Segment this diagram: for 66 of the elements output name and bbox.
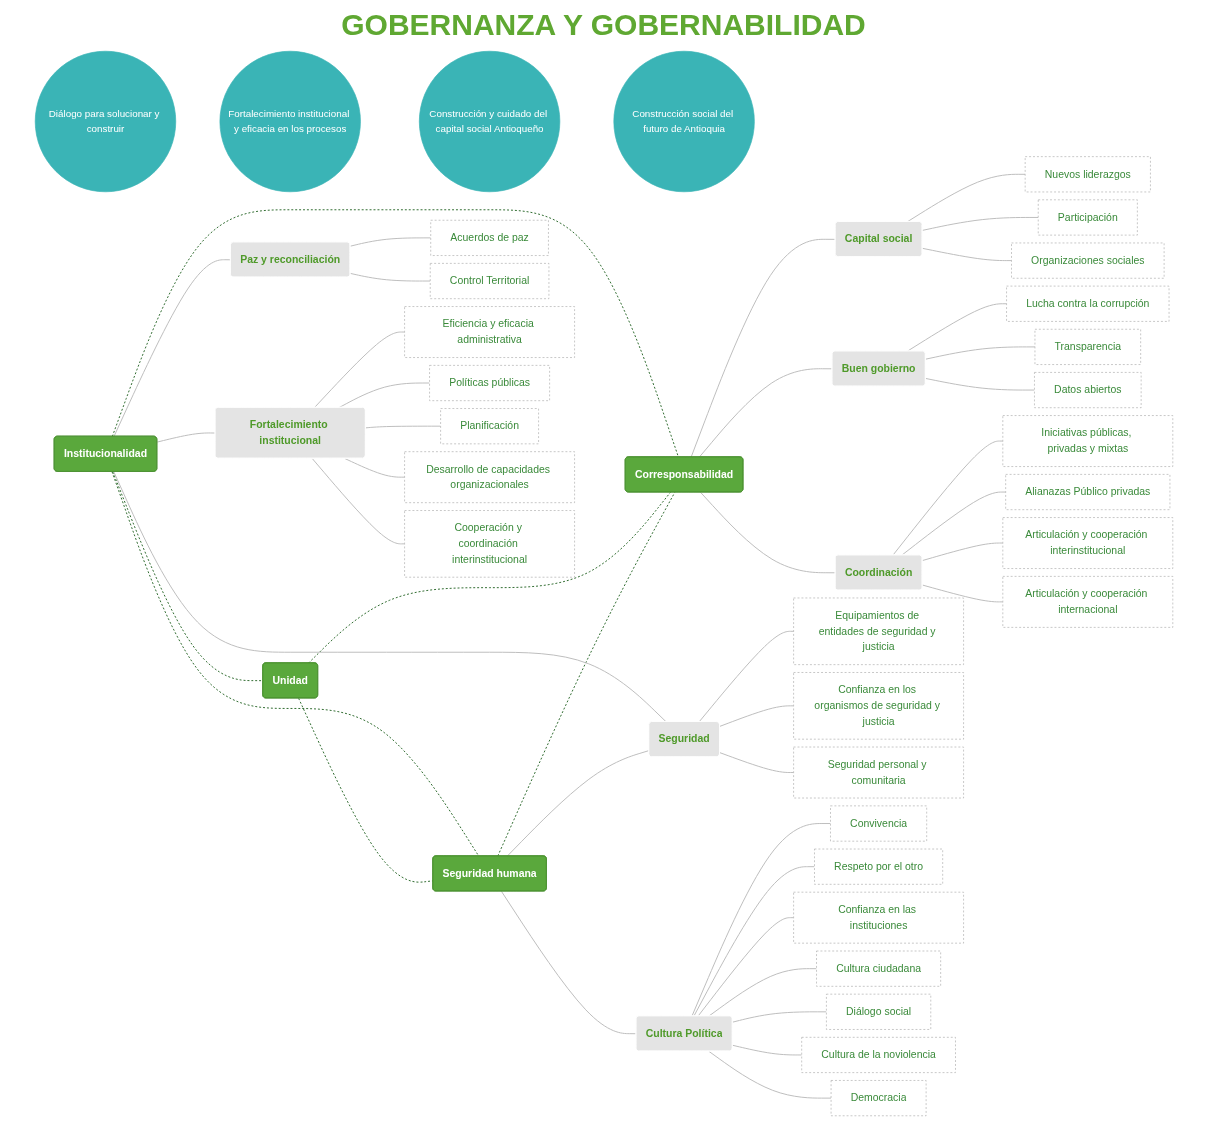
node-box: Confianza en los organismos de seguridad y justicia [792, 672, 964, 740]
node-box: Desarrollo de capacidades organizacionales [403, 451, 575, 503]
node-box: Democracia [830, 1080, 926, 1117]
connector [364, 425, 441, 429]
connector [718, 705, 794, 727]
connector [500, 890, 637, 1035]
connector [892, 440, 1003, 556]
connector [506, 750, 650, 857]
connector [691, 823, 831, 1017]
node-circle: Construcción y cuidado del capital social Antioqueño [418, 50, 560, 193]
connector [349, 237, 431, 247]
connector [692, 866, 815, 1017]
node-box: Seguridad personal y comunitaria [792, 746, 964, 799]
connector [924, 377, 1035, 391]
node-circle: Diálogo para solucionar y construir [34, 50, 176, 193]
node-box: Equipamientos de entidades de seguridad y justicia [792, 597, 964, 665]
connector [906, 173, 1026, 223]
node-box: Confianza en las instituciones [792, 891, 964, 944]
node-box: Cooperación y coordinación interinstitucional [403, 510, 575, 578]
connector [718, 752, 794, 773]
connector [349, 272, 431, 282]
node-box: Organizaciones sociales [1010, 242, 1164, 279]
node-circle: Fortalecimiento institucional y eficacia en los procesos [219, 50, 361, 193]
node-box: Iniciativas públicas, privadas y mixtas [1002, 415, 1173, 467]
connector [111, 209, 679, 458]
connector [698, 630, 794, 723]
node-box: Convivencia [829, 805, 927, 842]
connector [156, 432, 216, 443]
connector [921, 247, 1012, 262]
connector [690, 238, 836, 458]
node-box: Lucha contra la corrupción [1005, 285, 1169, 322]
connector [112, 471, 667, 723]
connector [921, 584, 1003, 603]
node-box: Diálogo social [825, 993, 931, 1030]
node-box: Políticas públicas [428, 365, 550, 401]
node-box: Participación [1037, 199, 1138, 236]
connector [313, 331, 405, 409]
connector [311, 458, 405, 545]
node-circle: Construcción social del futuro de Antioquia [613, 50, 755, 193]
connector [297, 697, 433, 883]
node-box: Eficiencia y eficacia administrativa [403, 306, 575, 358]
connector [496, 491, 675, 857]
node-box: Nuevos liderazgos [1024, 156, 1151, 193]
node-box: Acuerdos de paz [429, 219, 549, 256]
node-box: Articulación y cooperación internacional [1002, 576, 1173, 628]
connector [699, 491, 836, 574]
connector [921, 216, 1039, 231]
node-box: Planificación [439, 408, 539, 445]
connector [698, 368, 833, 458]
node-box: Transparencia [1034, 328, 1141, 365]
connector [697, 917, 794, 1017]
connector [921, 542, 1003, 562]
connector [731, 1044, 802, 1056]
node-box: Cultura de la noviolencia [800, 1037, 956, 1073]
connector [111, 471, 263, 682]
node-box: Alianazas Público privadas [1004, 474, 1170, 511]
node-box: Control Territorial [429, 263, 549, 299]
connector [924, 346, 1035, 360]
node-box: Datos abiertos [1033, 372, 1141, 409]
connector [338, 382, 430, 409]
node-box: Respeto por el otro [813, 848, 943, 885]
diagram-title: GOBERNANZA Y GOBERNABILIDAD [340, 8, 867, 42]
connector [113, 259, 231, 437]
node-box: Articulación y cooperación interinstitucional [1002, 517, 1173, 569]
node-box: Cultura ciudadana [815, 950, 941, 987]
connector [731, 1011, 827, 1023]
